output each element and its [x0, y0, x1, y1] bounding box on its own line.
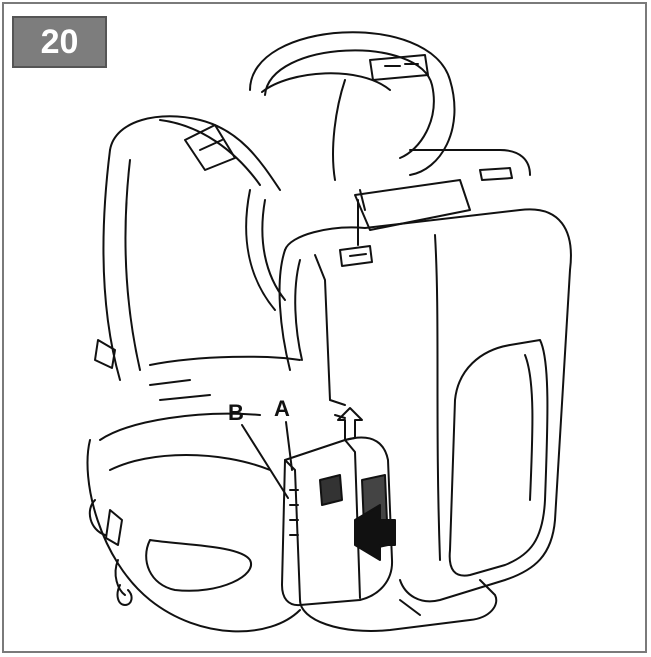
shoulder-strap-left	[94, 115, 281, 381]
callout-leaders	[241, 421, 293, 499]
waist-belt	[86, 355, 301, 633]
top-loop	[249, 31, 456, 181]
back-frame	[354, 149, 531, 246]
battery-housing	[278, 208, 572, 603]
battery-pack	[281, 407, 498, 632]
leader-line-b	[241, 424, 289, 499]
leader-line-a	[285, 421, 293, 471]
step-number-badge: 20	[12, 16, 107, 68]
callout-label-a: A	[274, 396, 290, 421]
callout-label-b: B	[228, 400, 244, 425]
